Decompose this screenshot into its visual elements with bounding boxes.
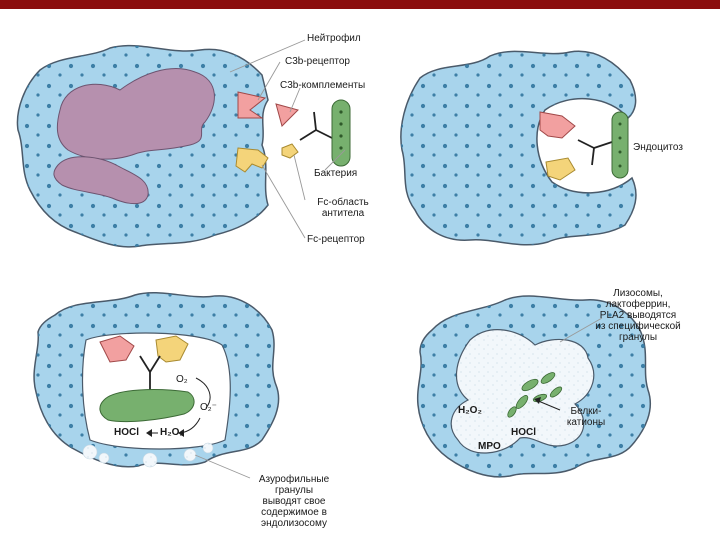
label-bacterium: Бактерия [314, 168, 358, 179]
fc-region-1 [281, 143, 299, 159]
bacterium-3 [99, 389, 195, 423]
fc-receptor-1 [235, 147, 269, 173]
label-o2-radical: O₂⁻ [200, 402, 217, 413]
panel-azurophil [33, 292, 280, 479]
panel-endocytosis [400, 50, 637, 246]
bacterium-1 [331, 99, 351, 167]
antibody-3 [139, 355, 161, 390]
label-cationic-proteins: Белки- катионы [566, 406, 606, 428]
label-neutrophil: Нейтрофил [307, 33, 361, 44]
label-c3b-complement: С3b-комплементы [280, 80, 366, 91]
label-h2o2-2: H₂O₂ [458, 405, 482, 416]
label-endocytosis: Эндоцитоз [633, 142, 683, 153]
label-fc-receptor: Fc-рецептор [307, 234, 365, 245]
panel1-leader-lines [229, 39, 346, 239]
c3b-receptor-1 [237, 91, 267, 119]
label-o2: O₂ [176, 374, 188, 385]
nucleus-lobe-1 [56, 68, 215, 160]
antibody-1 [299, 111, 333, 141]
c3b-complement-1 [275, 103, 299, 127]
phagolysosome [450, 329, 595, 454]
panel-neutrophil [16, 39, 351, 248]
c3b-receptor-3 [99, 335, 135, 363]
label-h2o2-1: H₂O₂ [160, 427, 184, 438]
label-c3b-receptor: С3b-рецептор [285, 56, 350, 67]
top-title-band [0, 0, 720, 9]
label-mpo: MPO [478, 441, 501, 452]
bacterium-2 [611, 111, 629, 179]
antibody-2 [577, 139, 613, 166]
azurophil-granules [82, 442, 214, 468]
panel-lysosomes [416, 295, 652, 478]
nucleus-lobe-2 [53, 156, 149, 205]
c3b-receptor-2 [539, 111, 576, 139]
label-azurophil: Азурофильные гранулы выводят свое содерж… [258, 474, 330, 529]
fc-receptor-2 [545, 157, 576, 181]
label-hocl-2: HOCl [511, 427, 536, 438]
label-lysosomes: Лизосомы, лактоферрин, PLA2 выводятся из… [595, 288, 681, 343]
fc-receptor-3 [155, 335, 189, 363]
label-hocl-1: HOCl [114, 427, 139, 438]
label-fc-region: Fc-область антитела [317, 197, 369, 219]
